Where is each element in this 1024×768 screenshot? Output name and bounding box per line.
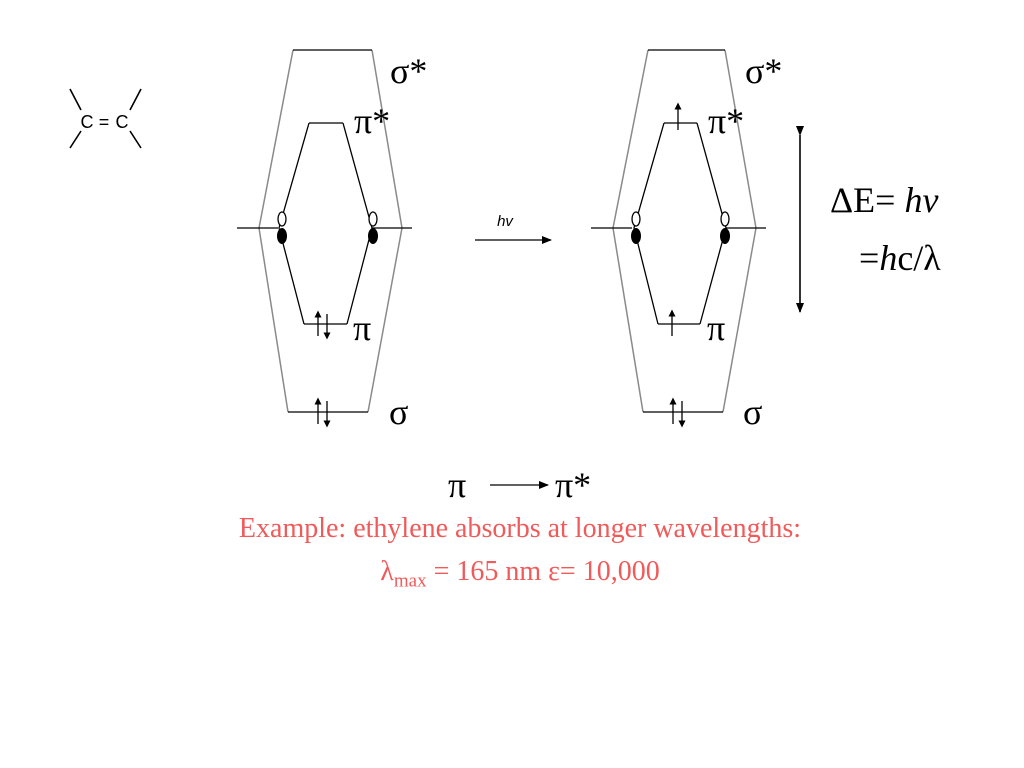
right-sigma-label: σ bbox=[743, 392, 762, 432]
double-bond: = bbox=[99, 112, 110, 132]
lambda-symbol: λ bbox=[380, 556, 394, 587]
excitation-arrow: hv bbox=[475, 213, 552, 244]
example-caption: Example: ethylene absorbs at longer wave… bbox=[0, 513, 1024, 545]
lambda-subscript: max bbox=[393, 570, 427, 592]
hv-label: hv bbox=[497, 213, 514, 230]
right-mo-diagram: σ* π* π σ bbox=[591, 49, 782, 432]
energy-equation-line2: =hc/λ bbox=[859, 238, 941, 278]
ethylene-structure: C = C bbox=[69, 88, 142, 149]
left-pi-electron-pair bbox=[314, 310, 331, 340]
carbon-left: C bbox=[81, 112, 94, 132]
left-p-orbital-right bbox=[368, 211, 378, 244]
right-p-orbital-right bbox=[720, 211, 730, 244]
left-outer-hexagon bbox=[258, 49, 294, 413]
right-sigma-star-label: σ* bbox=[745, 51, 782, 91]
transition-to: π* bbox=[555, 465, 591, 505]
left-sigma-label: σ bbox=[389, 392, 408, 432]
left-p-orbital-left bbox=[277, 211, 287, 244]
left-sigma-star-label: σ* bbox=[390, 51, 427, 91]
left-inner-hexagon bbox=[278, 122, 310, 325]
carbon-right: C bbox=[116, 112, 129, 132]
example-caption-text: Example: ethylene absorbs at longer wave… bbox=[238, 513, 802, 544]
left-pi-star-label: π* bbox=[354, 101, 390, 141]
transition-from: π bbox=[448, 465, 466, 505]
right-sigma-electron-pair bbox=[669, 397, 686, 428]
left-pi-label: π bbox=[353, 308, 371, 348]
left-mo-diagram: σ* π* π σ bbox=[237, 49, 427, 432]
lambda-max-caption: λmax = 165 nm ε= 10,000 bbox=[0, 556, 1024, 593]
transition-label: π π* bbox=[448, 465, 591, 505]
left-sigma-electron-pair bbox=[314, 397, 331, 428]
energy-equation-line1: ΔE= hv bbox=[830, 180, 938, 220]
right-inner-hexagon bbox=[633, 122, 665, 325]
right-pi-label: π bbox=[707, 308, 725, 348]
lambda-max-values: = 165 nm ε= 10,000 bbox=[426, 556, 660, 587]
right-p-orbital-left bbox=[631, 211, 641, 244]
right-outer-hexagon bbox=[612, 49, 649, 413]
right-pi-star-label: π* bbox=[708, 101, 744, 141]
